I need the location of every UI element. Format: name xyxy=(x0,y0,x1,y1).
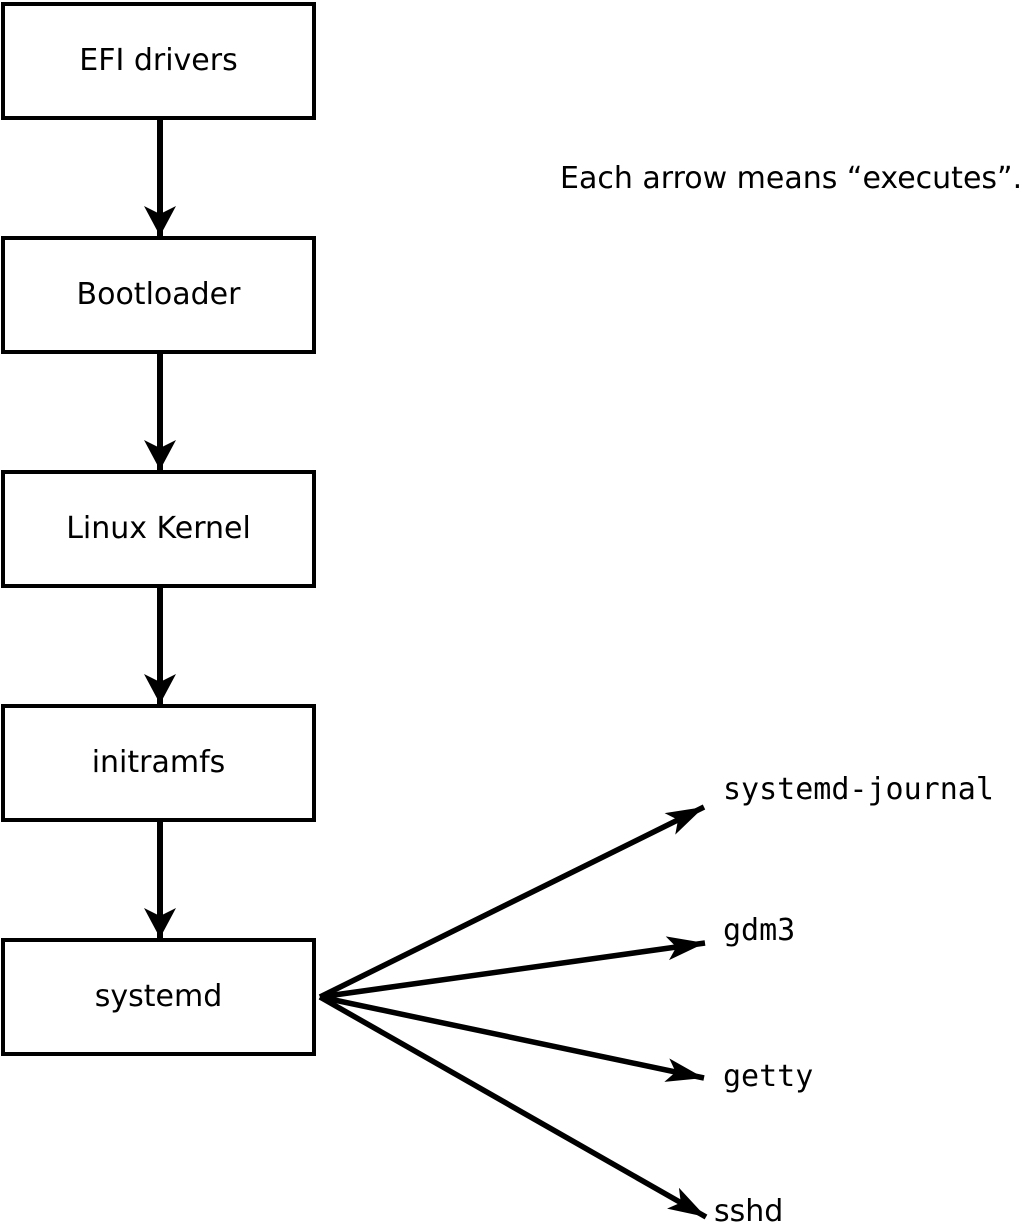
legend-note: Each arrow means “executes”. xyxy=(560,161,1023,196)
node-bootloader: Bootloader xyxy=(1,236,316,354)
node-label: EFI drivers xyxy=(79,43,238,78)
arrow-systemd-to-getty xyxy=(319,994,705,1082)
node-label: Bootloader xyxy=(76,277,241,312)
arrow-systemd-to-journal xyxy=(318,804,706,1000)
service-label-getty: getty xyxy=(723,1059,814,1094)
node-initramfs: initramfs xyxy=(1,704,316,822)
node-linux-kernel: Linux Kernel xyxy=(1,470,316,588)
node-label: systemd xyxy=(94,979,223,1014)
service-label-gdm3: gdm3 xyxy=(723,913,796,948)
node-label: Linux Kernel xyxy=(66,511,251,546)
node-systemd: systemd xyxy=(1,938,316,1056)
arrow-systemd-to-gdm3 xyxy=(319,936,706,1000)
arrow-systemd-to-sshd xyxy=(318,994,708,1220)
node-label: initramfs xyxy=(91,745,226,780)
node-efi-drivers: EFI drivers xyxy=(1,2,316,120)
service-label-sshd: sshd xyxy=(714,1194,784,1229)
service-label-systemd-journal: systemd-journal xyxy=(723,772,994,807)
